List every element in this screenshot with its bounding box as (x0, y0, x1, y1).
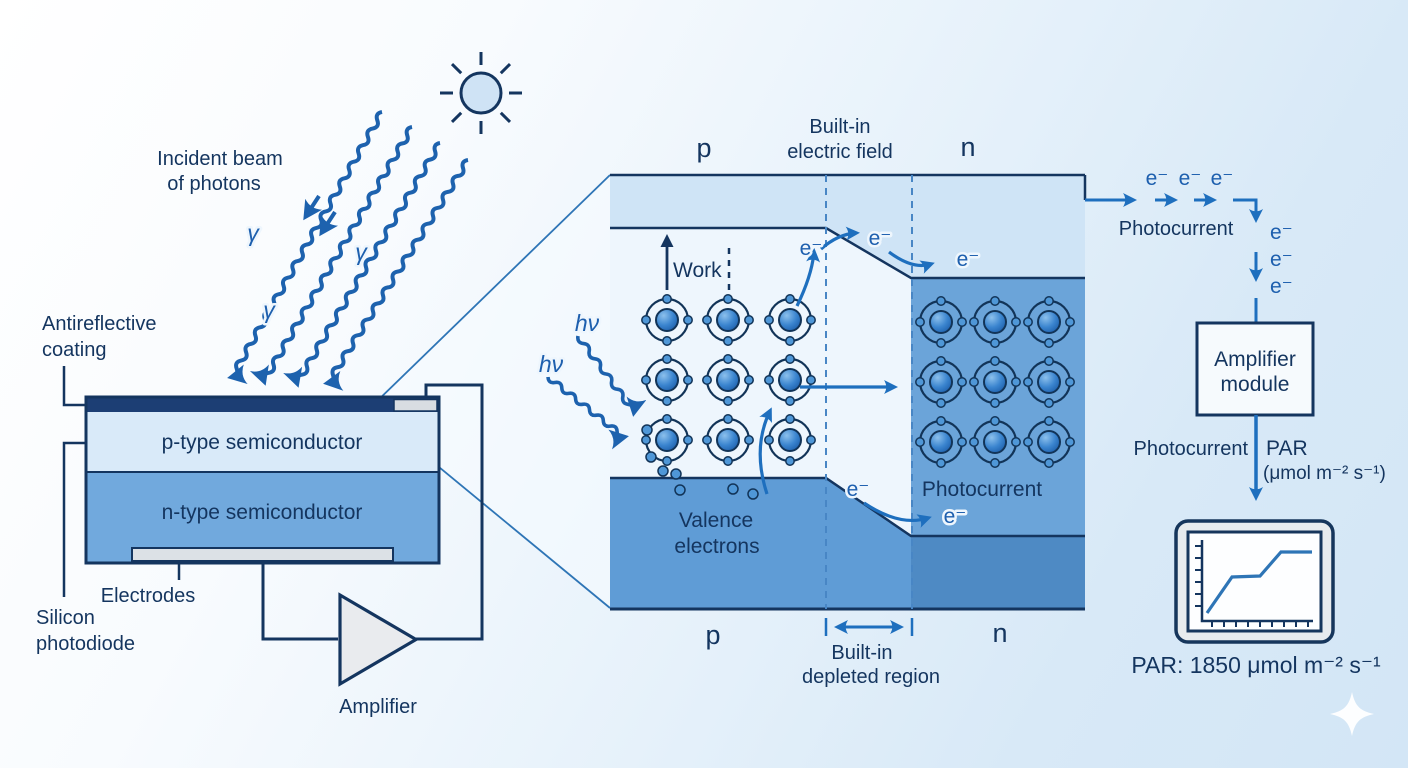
silicon-label-line2: photodiode (36, 633, 135, 655)
amplifier-module-box (1195, 321, 1315, 417)
amplifier-label: Amplifier (339, 696, 417, 718)
electron-label: e⁻ (869, 227, 892, 250)
electron-label: e⁻ (1270, 275, 1293, 298)
valence-electrons-label-line2: electrons (674, 535, 759, 558)
p-crystal-region (610, 228, 911, 536)
sparkle-icon (1330, 692, 1374, 736)
work-label: Work (673, 259, 722, 282)
wire-amplifier-to-top (416, 383, 484, 641)
n-type-layer (87, 472, 438, 562)
p-region-label-top: p (696, 133, 711, 163)
hv-wave-arrow (546, 376, 629, 450)
electron-label: e⁻ (957, 248, 980, 271)
valence-drift-arrow (863, 501, 932, 528)
graph-ticks (1195, 545, 1309, 627)
sun-ray (450, 111, 463, 124)
electrodes-label: Electrodes (101, 585, 196, 607)
photon-wave (249, 125, 413, 386)
hv-label-2: hν (539, 351, 564, 377)
freed-electrons (641, 424, 759, 500)
par-label: PAR (1266, 437, 1308, 460)
conduction-band-edge (610, 226, 1085, 280)
electrode-bar (131, 547, 394, 562)
hv-wave-arrow (576, 335, 647, 417)
incident-beam-label-line2: of photons (167, 173, 260, 195)
gamma-label-2: γ (355, 239, 368, 265)
photon-wave (227, 110, 383, 385)
top-contact (393, 398, 438, 412)
par-units-label: (μmol m⁻² s⁻¹) (1263, 463, 1386, 484)
photon-beam (227, 110, 469, 391)
p-region-label-bottom: p (705, 620, 720, 650)
photocurrent-label-bottom: Photocurrent (1133, 438, 1248, 460)
electron-jump-arrow-1 (795, 248, 821, 307)
valence-band-n (911, 536, 1085, 609)
photon-wave (283, 141, 441, 388)
hv-label-1: hν (575, 310, 600, 336)
photocurrent-label-junction: Photocurrent (922, 478, 1042, 501)
depleted-region-label-line1: Built-in (831, 642, 892, 664)
silicon-label-line1: Silicon (36, 607, 95, 629)
hv-photon-arrows (546, 335, 647, 450)
sun-icon (440, 52, 522, 134)
antireflective-leader-line (62, 366, 85, 407)
photon-beam-arrow (303, 194, 323, 221)
gamma-label-1: γ (247, 220, 260, 246)
silicon-leader-line (62, 441, 85, 597)
sun-ray (499, 62, 512, 75)
valence-excitation-arrow (758, 407, 772, 495)
photocurrent-label-top: Photocurrent (1119, 218, 1234, 240)
electron-label: e⁻ (800, 237, 823, 260)
par-graph-line (1205, 550, 1312, 614)
amplifier-module-label-line2: module (1221, 373, 1290, 396)
graph-axes (1200, 540, 1313, 623)
conduction-band-p (610, 175, 826, 228)
electron-drift-arrow-top (888, 250, 935, 274)
incident-beam-label-line1: Incident beam (157, 148, 283, 170)
electron-label: e⁻ (1179, 167, 1202, 190)
electron-label: e⁻ (1270, 221, 1293, 244)
antireflective-label-line2: coating (42, 339, 107, 361)
n-region-label-top: n (960, 132, 975, 162)
antireflective-label-line1: Antireflective (42, 313, 157, 335)
electron-label: e⁻ (847, 478, 870, 501)
electron-label: e⁻ (1270, 248, 1293, 271)
pn-junction-diagram: Work hν hν e⁻ e⁻ e⁻ e⁻ e⁻ p Built-in ele… (536, 116, 1087, 688)
sun-ray (499, 111, 512, 124)
amplifier-triangle (338, 592, 420, 687)
n-region-label-bottom: n (992, 618, 1007, 648)
valence-band-p (610, 478, 911, 609)
silicon-photodiode-device: p-type semiconductor n-type semiconducto… (84, 395, 441, 565)
zoom-cone (371, 175, 610, 608)
electron-label: e⁻ (1146, 167, 1169, 190)
n-type-label: n-type semiconductor (162, 501, 363, 524)
conduction-band-n (911, 175, 1085, 278)
p-type-label: p-type semiconductor (162, 431, 363, 454)
valence-electrons-label-line1: Valence (679, 509, 753, 532)
p-type-layer (87, 412, 438, 472)
electron-label: e⁻ (1211, 167, 1234, 190)
wire-electrode-to-amplifier (261, 563, 338, 641)
output-chain: e⁻ e⁻ e⁻ Photocurrent e⁻ e⁻ e⁻ Amplifier… (1085, 167, 1386, 678)
photon-wave (323, 158, 469, 391)
par-display-screen (1174, 519, 1335, 644)
sun-ray (450, 62, 463, 75)
depleted-region-label-line2: depleted region (802, 666, 940, 688)
builtin-field-label-line2: electric field (787, 141, 893, 163)
builtin-field-label-line1: Built-in (809, 116, 870, 138)
gamma-label-3: γ (263, 297, 276, 323)
electron-label: e⁻ (944, 505, 967, 528)
amplifier-module-label-line1: Amplifier (1214, 348, 1296, 371)
antireflective-coating-strip (87, 398, 438, 412)
par-reading: PAR: 1850 μmol m⁻² s⁻¹ (1131, 652, 1381, 678)
zoom-line-top (370, 174, 611, 408)
photon-beam-arrow (319, 210, 339, 237)
electron-jump-arrow-2 (819, 226, 860, 251)
photocurrent-corner (1233, 198, 1263, 223)
